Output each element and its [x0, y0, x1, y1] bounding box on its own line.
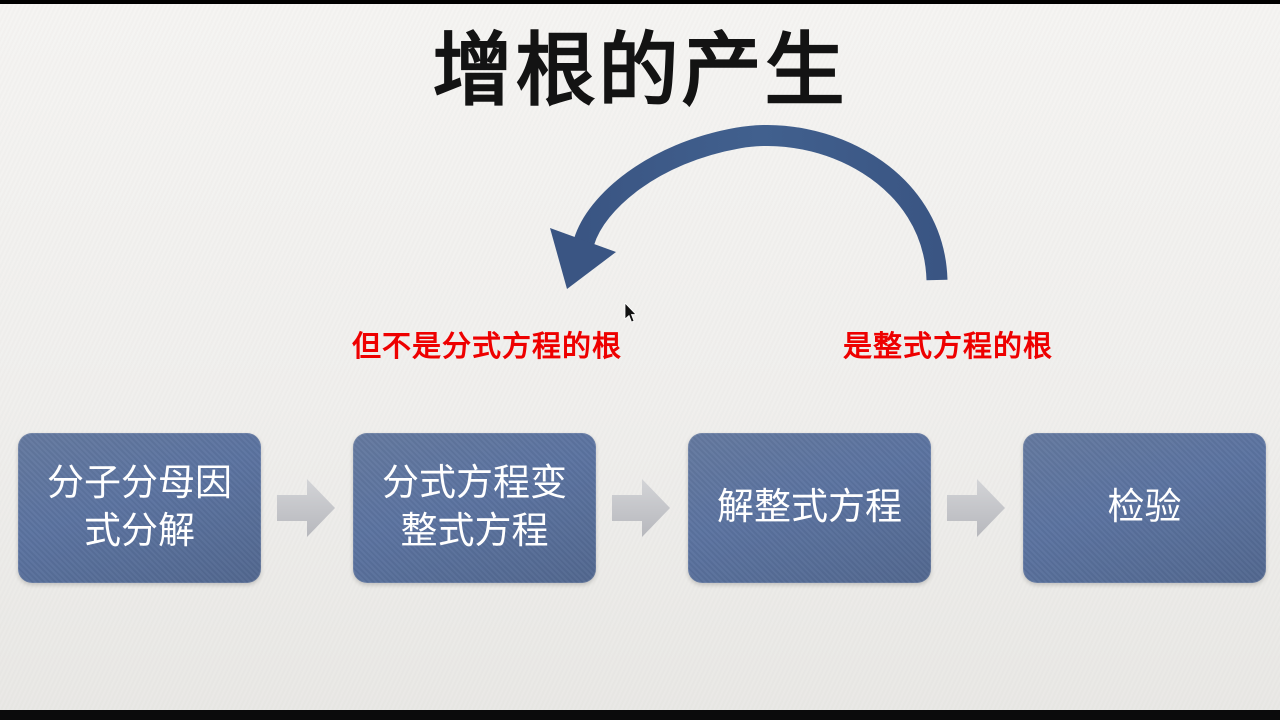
annotation-not-root-of-fractional-equation: 但不是分式方程的根	[352, 331, 623, 363]
flow-step-check: 检验	[1023, 433, 1266, 583]
right-arrow-icon	[612, 479, 670, 537]
flow-step-factorize: 分子分母因 式分解	[18, 433, 261, 583]
flow-step-solve-integral-equation: 解整式方程	[688, 433, 931, 583]
flowchart: 分子分母因 式分解 分式方程变 整式方程 解整式方程 检验	[18, 433, 1266, 583]
flow-step-convert-equation: 分式方程变 整式方程	[353, 433, 596, 583]
annotation-root-of-integral-equation: 是整式方程的根	[843, 331, 1054, 363]
right-arrow-icon	[277, 479, 335, 537]
letterbox-bottom	[0, 710, 1280, 720]
mouse-cursor	[624, 303, 637, 323]
letterbox-top	[0, 0, 1280, 4]
right-arrow-icon	[947, 479, 1005, 537]
flow-step-label: 解整式方程	[717, 486, 902, 528]
curved-arrow	[550, 125, 948, 289]
flow-step-label: 检验	[1107, 486, 1182, 528]
flow-step-label: 分式方程变 整式方程	[382, 462, 567, 552]
slide-title: 增根的产生	[432, 26, 848, 115]
flow-step-label: 分子分母因 式分解	[47, 462, 232, 552]
